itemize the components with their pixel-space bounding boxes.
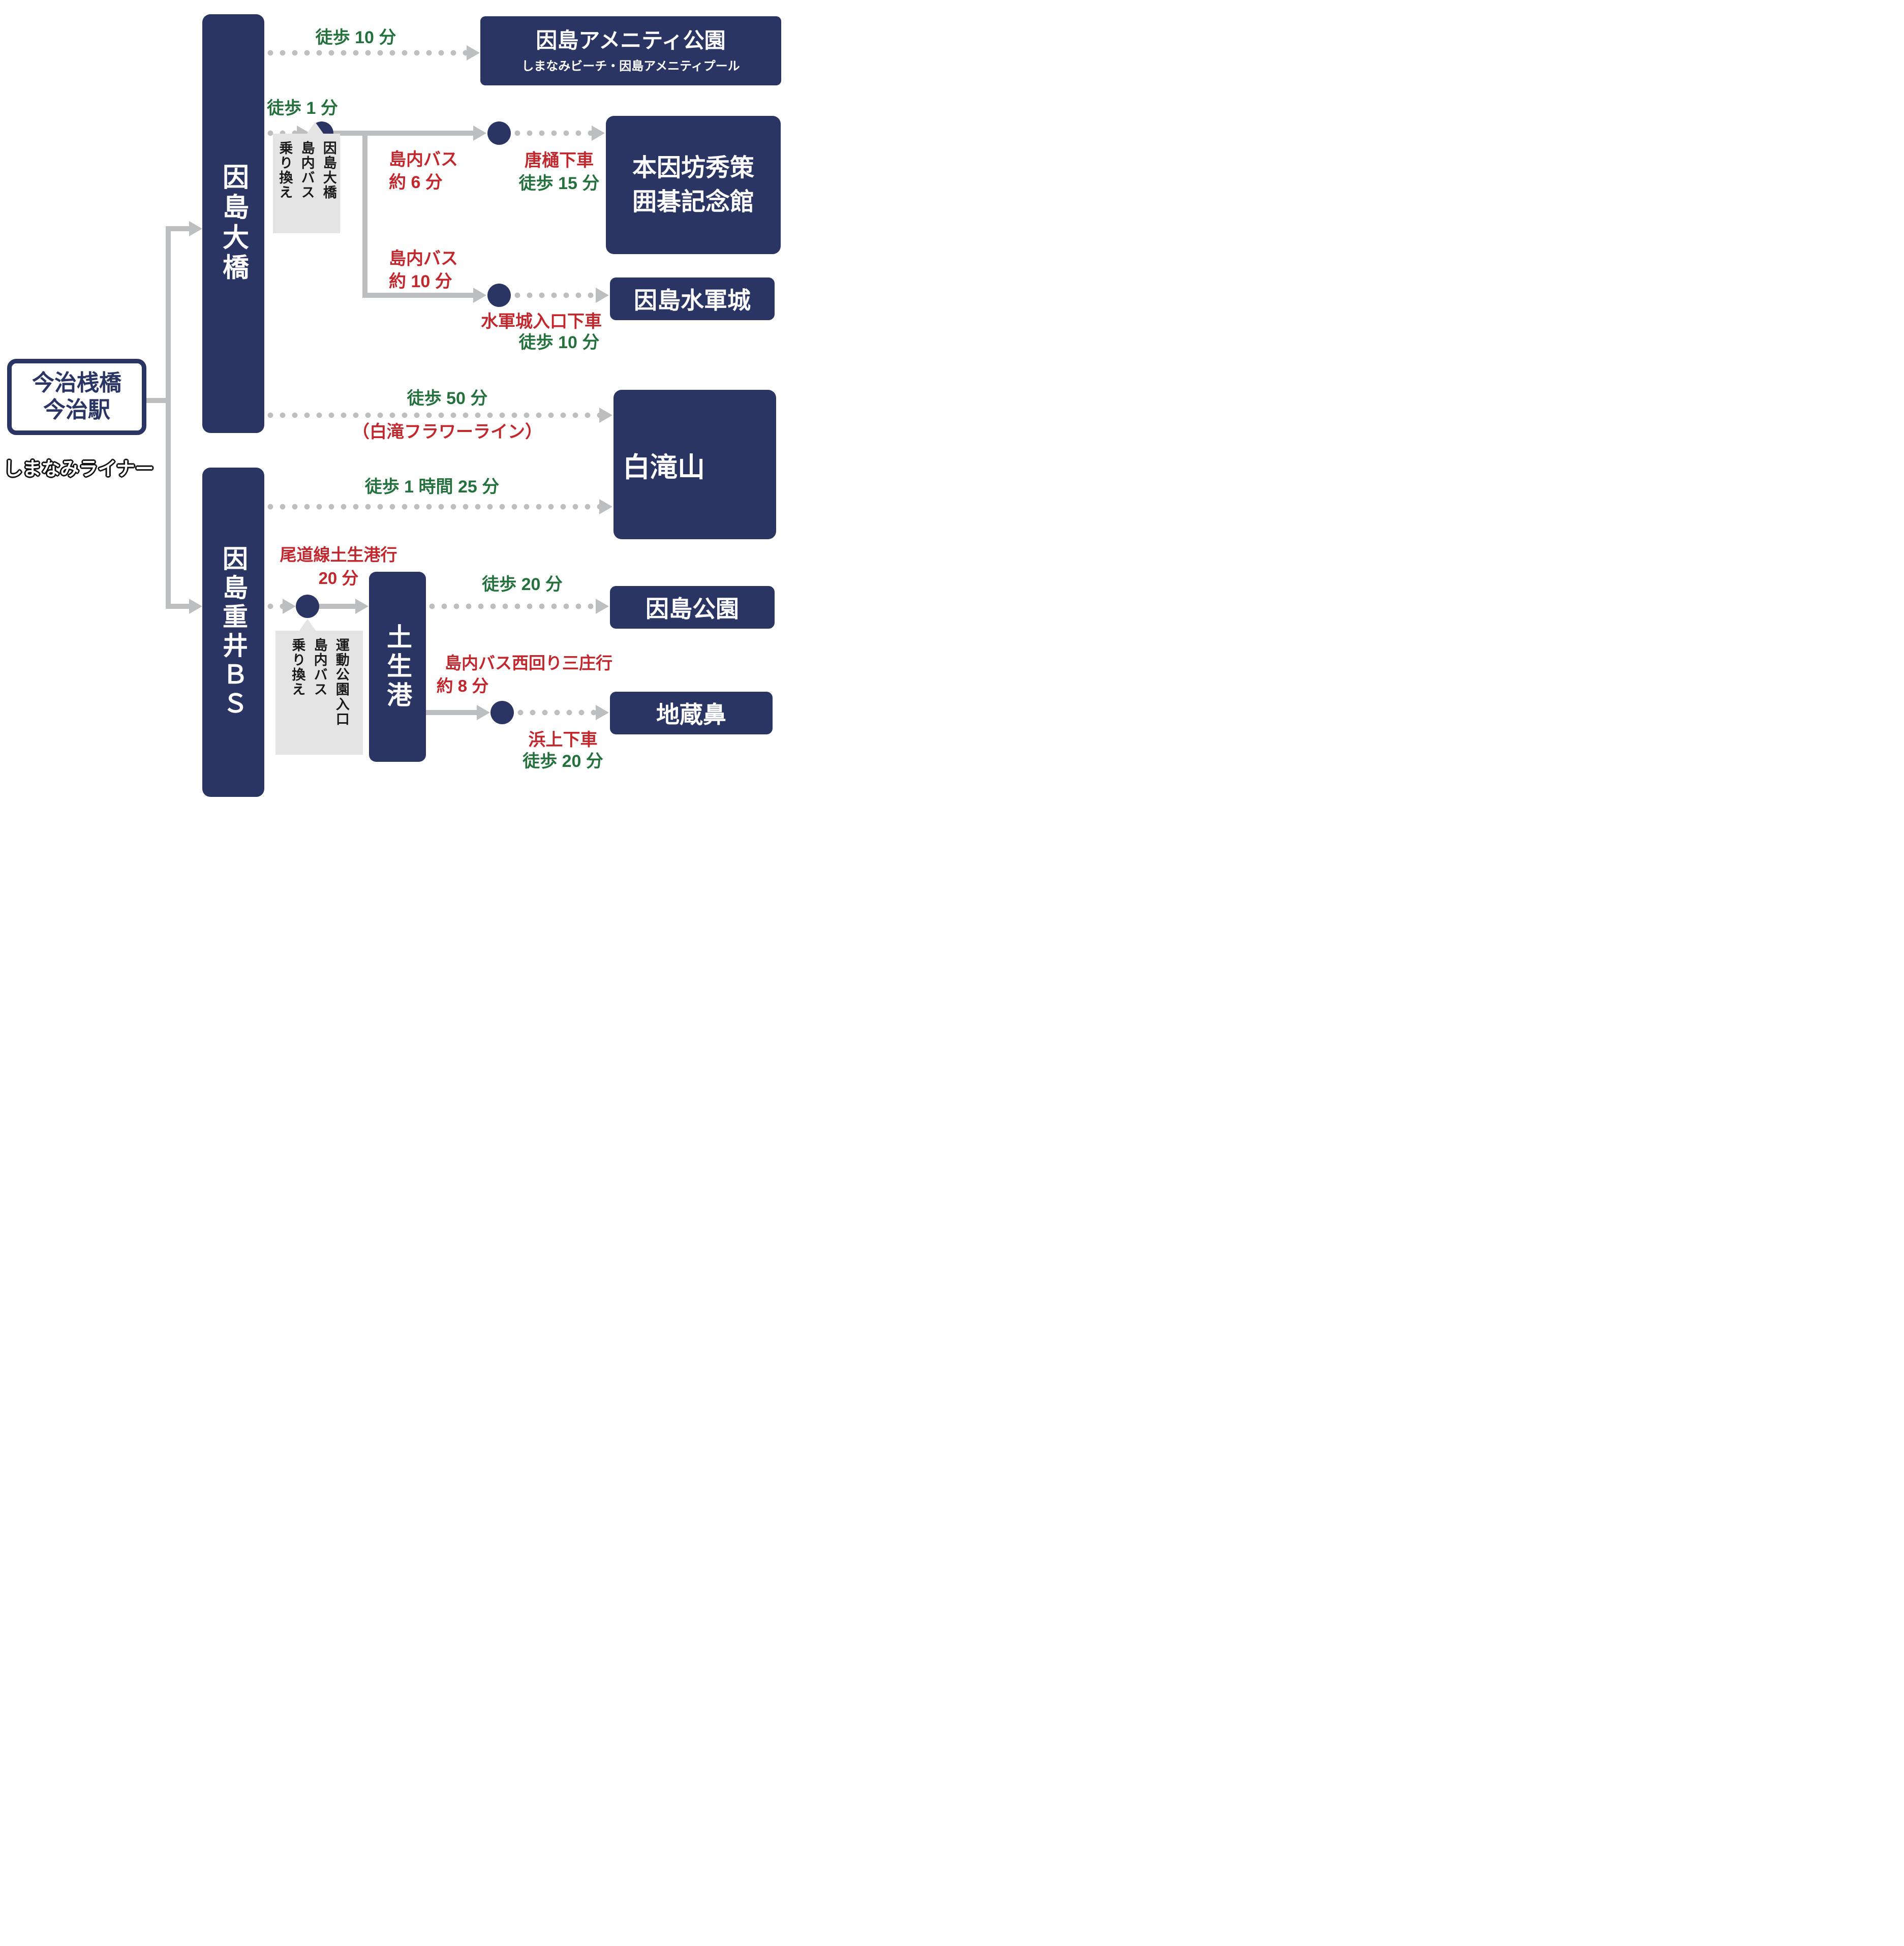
origin-via-label: しまなみライナー	[4, 458, 154, 479]
label-walk-20min-a: 徒歩 20 分	[482, 575, 563, 594]
dotted-route-amenity	[264, 49, 467, 56]
label-walk-1min: 徒歩 1 分	[267, 99, 338, 118]
arrow-head-park	[596, 599, 609, 614]
origin-line2: 今治駅	[43, 397, 110, 422]
dest-innoshima-park: 因島公園	[610, 586, 775, 629]
label-onomichi-20min: 20 分	[318, 569, 359, 588]
hub-habu-port-label: 土生港	[383, 623, 412, 711]
transfer-undokoen-pointer	[299, 619, 316, 631]
arrow-head-c3	[473, 288, 486, 303]
hub-innoshima-ohashi-label: 因島大橋	[218, 163, 248, 284]
arrow-head-hub2	[189, 599, 202, 614]
hub-innoshima-ohashi: 因島大橋	[202, 14, 264, 433]
dotted-route-honinbo	[511, 130, 593, 137]
transfer-ohashi-text: 因島大橋 島内バス 乗り換え	[277, 141, 336, 200]
dotted-route-suigun	[511, 292, 597, 299]
arrow-head-habu	[355, 599, 368, 614]
hub-innoshima-shigei-bs-label: 因島重井ＢＳ	[219, 545, 248, 719]
trunk-to-hub1-line	[171, 226, 191, 231]
label-islandbus-10min-line2: 約 10 分	[389, 271, 452, 291]
arrow-head-hub1	[189, 221, 202, 236]
label-walk-1h25min: 徒歩 1 時間 25 分	[364, 477, 500, 497]
label-karahi-getoff: 唐樋下車	[525, 151, 594, 170]
dest-innoshima-park-label: 因島公園	[646, 596, 739, 622]
bus-stop-node-karahi	[487, 121, 511, 145]
label-islandbus-6min-line1: 島内バス	[389, 150, 458, 169]
label-approx-8min: 約 8 分	[436, 676, 489, 695]
dest-jizo-hana: 地蔵鼻	[610, 692, 773, 734]
label-nishimawari-line: 島内バス西回り三庄行	[445, 654, 612, 672]
trunk-to-hub2-line	[171, 604, 191, 609]
bus-stop-node-undokoen	[296, 595, 319, 618]
origin-box: 今治桟橋 今治駅	[7, 359, 146, 435]
label-islandbus-10min-line1: 島内バス	[389, 249, 458, 268]
transfer-ohashi-pointer	[306, 122, 324, 134]
bus-branch-horizontal	[362, 293, 475, 298]
label-suigunjo-getoff: 水軍城入口下車	[481, 312, 602, 331]
bus-stop-node-suigunjo	[487, 284, 511, 307]
dest-suigun-castle-label: 因島水軍城	[634, 287, 751, 314]
label-walk-10min: 徒歩 10 分	[315, 28, 396, 47]
arrow-head-shirataki-a	[599, 408, 612, 423]
label-walk-50min: 徒歩 50 分	[407, 389, 488, 408]
dest-honinbo-line2: 囲碁記念館	[632, 189, 754, 215]
dotted-route-jizo	[514, 709, 596, 716]
dotted-route-shirataki-a	[264, 412, 600, 419]
dest-amenity-park-title: 因島アメニティ公園	[536, 28, 726, 53]
origin-line1: 今治桟橋	[32, 370, 121, 396]
label-islandbus-6min: 島内バス 約 6 分	[389, 148, 458, 194]
dest-shirataki-mountain-label: 白滝山	[623, 452, 705, 483]
habu-to-c5-line	[426, 710, 478, 715]
label-walk-20min-b: 徒歩 20 分	[523, 752, 603, 771]
dest-amenity-park: 因島アメニティ公園 しまなみビーチ・因島アメニティプール	[480, 16, 781, 85]
arrow-head-amenity	[467, 45, 480, 60]
arrow-head-shirataki-b	[599, 499, 612, 514]
hub-habu-port: 土生港	[369, 572, 426, 762]
trunk-vertical-line	[166, 226, 171, 609]
bus-branch-vertical	[362, 131, 367, 298]
route-diagram: 今治桟橋 今治駅 しまなみライナー 因島大橋 因島重井ＢＳ 土生港 因島アメニテ…	[0, 0, 783, 800]
label-hamagami-getoff: 浜上下車	[528, 730, 598, 750]
dest-honinbo-line1: 本因坊秀策	[632, 154, 754, 181]
dest-shirataki-mountain: 白滝山	[613, 390, 776, 539]
label-islandbus-6min-line2: 約 6 分	[389, 172, 443, 192]
arrow-head-c2	[473, 126, 486, 141]
label-walk-10min-b: 徒歩 10 分	[518, 333, 600, 352]
arrow-head-c5	[477, 705, 490, 720]
bus-line-c1-c2	[322, 131, 475, 136]
arrow-head-honinbo	[592, 126, 605, 141]
dest-jizo-hana-label: 地蔵鼻	[656, 701, 726, 728]
dotted-route-park	[426, 603, 597, 610]
transfer-undokoen-bubble: 運動公園入口 島内バス 乗り換え	[275, 631, 363, 755]
label-islandbus-10min: 島内バス 約 10 分	[389, 248, 458, 293]
hub-innoshima-shigei-bs: 因島重井ＢＳ	[202, 468, 264, 797]
origin-connector-line	[146, 398, 169, 403]
label-onomichi-line: 尾道線土生港行	[280, 545, 397, 564]
arrow-head-suigun	[596, 288, 609, 303]
c4-to-habu-line	[308, 604, 356, 609]
label-walk-15min: 徒歩 15 分	[518, 174, 600, 193]
bus-stop-node-hamagami	[490, 701, 514, 724]
dotted-route-c4	[264, 603, 285, 610]
dotted-route-shirataki-b	[264, 503, 600, 510]
arrow-head-c4	[283, 599, 296, 614]
transfer-undokoen-text: 運動公園入口 島内バス 乗り換え	[290, 638, 349, 727]
dest-suigun-castle: 因島水軍城	[610, 277, 775, 320]
arrow-head-jizo	[596, 705, 609, 720]
dest-honinbo-museum: 本因坊秀策 囲碁記念館	[606, 116, 781, 254]
label-shirataki-flower-line: （白滝フラワーライン）	[352, 422, 542, 442]
transfer-ohashi-bubble: 因島大橋 島内バス 乗り換え	[273, 134, 340, 233]
dest-amenity-park-subtitle: しまなみビーチ・因島アメニティプール	[521, 59, 740, 73]
